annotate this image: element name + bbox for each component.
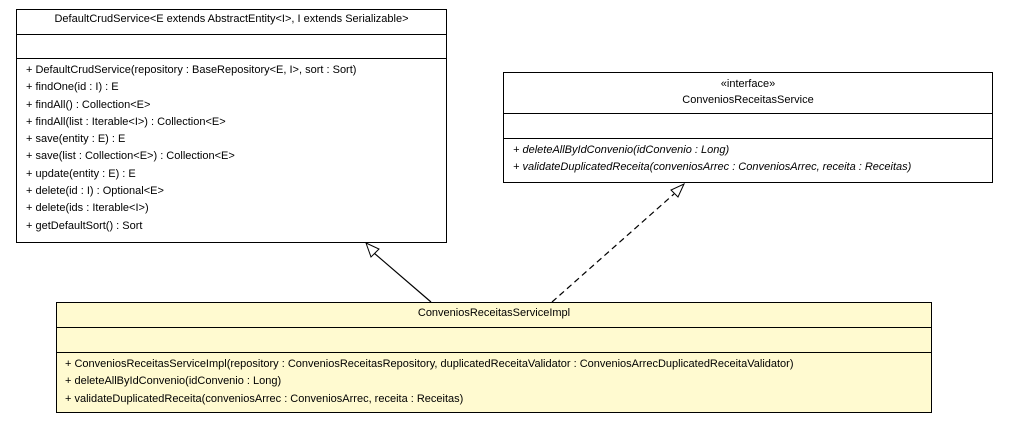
operations-compartment: + deleteAllByIdConvenio(idConvenio : Lon… — [504, 138, 992, 181]
interface-header: «interface» ConveniosReceitasService — [504, 73, 992, 113]
generalization-line — [373, 252, 432, 303]
operation: + delete(id : I) : Optional<E> — [26, 185, 164, 198]
operation: + deleteAllByIdConvenio(idConvenio : Lon… — [513, 144, 730, 156]
operation: + ConveniosReceitasServiceImpl(repositor… — [65, 358, 794, 370]
attributes-compartment — [17, 34, 446, 58]
class-name: DefaultCrudService<E extends AbstractEnt… — [54, 13, 409, 25]
operation: + delete(ids : Iterable<I>) — [26, 202, 149, 215]
interface-name: ConveniosReceitasService — [682, 94, 814, 106]
stereotype-label: «interface» — [720, 78, 776, 90]
operations-compartment: + DefaultCrudService(repository : BaseRe… — [17, 58, 446, 239]
attributes-compartment — [57, 327, 931, 352]
operation: + validateDuplicatedReceita(conveniosArr… — [513, 161, 912, 174]
class-convenios-receitas-service-impl: ConveniosReceitasServiceImpl + Convenios… — [56, 302, 932, 413]
operation: + findAll(list : Iterable<I>) : Collecti… — [26, 115, 226, 128]
operation: + validateDuplicatedReceita(conveniosArr… — [65, 392, 464, 405]
interface-convenios-receitas-service: «interface» ConveniosReceitasService + d… — [503, 72, 993, 183]
operation: + findOne(id : I) : E — [26, 81, 119, 94]
attributes-compartment — [504, 113, 992, 138]
operation: + getDefaultSort() : Sort — [26, 219, 143, 232]
realization-line — [551, 193, 675, 303]
operation: + save(entity : E) : E — [26, 133, 126, 146]
class-default-crud-service: DefaultCrudService<E extends AbstractEnt… — [16, 9, 447, 243]
operations-compartment: + ConveniosReceitasServiceImpl(repositor… — [57, 352, 931, 412]
operation: + findAll() : Collection<E> — [26, 98, 151, 111]
generalization-edge — [365, 242, 432, 303]
operation: + save(list : Collection<E>) : Collectio… — [26, 150, 235, 163]
operation: + update(entity : E) : E — [26, 167, 136, 180]
realization-edge — [551, 182, 686, 303]
operation: + DefaultCrudService(repository : BaseRe… — [26, 64, 357, 76]
operation: + deleteAllByIdConvenio(idConvenio : Lon… — [65, 375, 282, 388]
realization-arrowhead — [670, 182, 686, 198]
generalization-arrowhead — [365, 242, 380, 258]
class-name: ConveniosReceitasServiceImpl — [417, 307, 571, 319]
